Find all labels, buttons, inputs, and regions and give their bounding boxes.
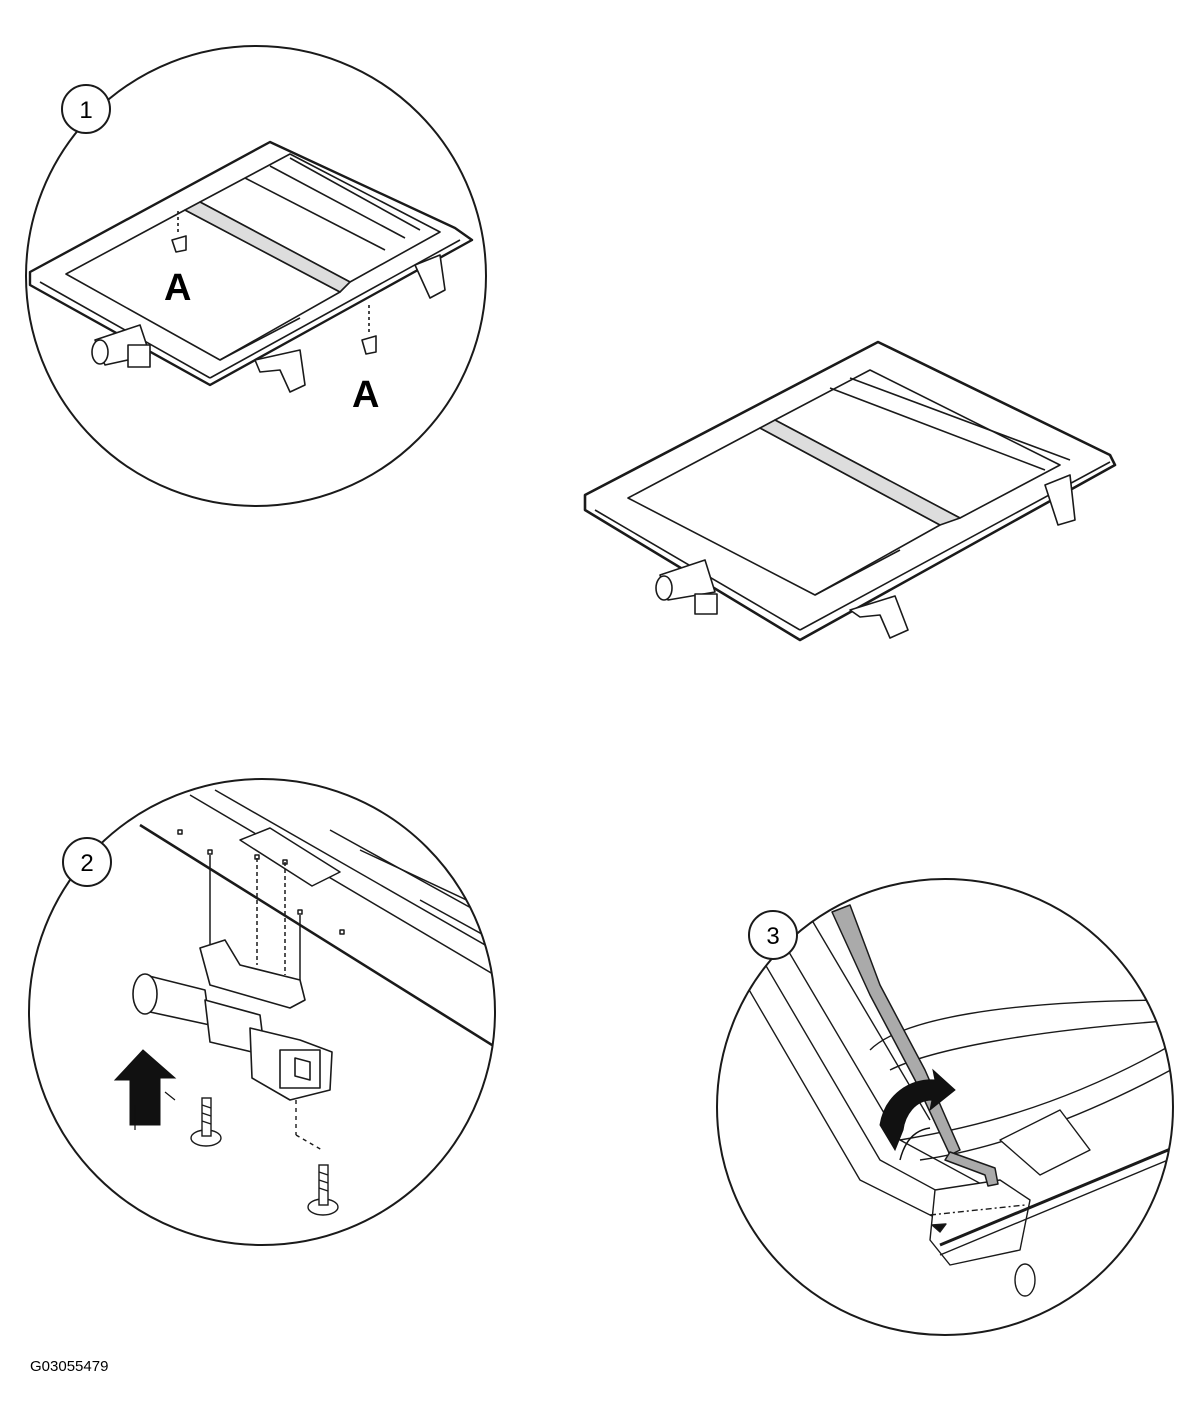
step-3-badge bbox=[748, 910, 798, 960]
motor-assembly bbox=[132, 939, 333, 1101]
step-2-badge bbox=[62, 837, 112, 887]
step-1-badge bbox=[61, 84, 111, 134]
sunshade-frame-zoom bbox=[28, 140, 474, 393]
step-1-number: 1 bbox=[79, 97, 92, 124]
step-2-number: 2 bbox=[80, 850, 93, 877]
up-arrow-icon bbox=[113, 1049, 177, 1130]
figure-id-label: G03055479 bbox=[30, 1358, 109, 1375]
rotate-arrow-icon bbox=[879, 1068, 956, 1161]
step-3-number: 3 bbox=[766, 923, 779, 950]
screw-right bbox=[295, 1100, 339, 1216]
clip-a-label-right: A bbox=[352, 374, 379, 416]
detail-circle-3: 3 bbox=[716, 878, 1174, 1336]
detail-circle-2: 2 bbox=[28, 778, 496, 1246]
clip-a-label-left: A bbox=[164, 267, 191, 309]
sunshade-assembly bbox=[583, 340, 1117, 642]
screw-left bbox=[190, 1097, 222, 1147]
detail-circle-1: A A 1 bbox=[25, 45, 487, 507]
